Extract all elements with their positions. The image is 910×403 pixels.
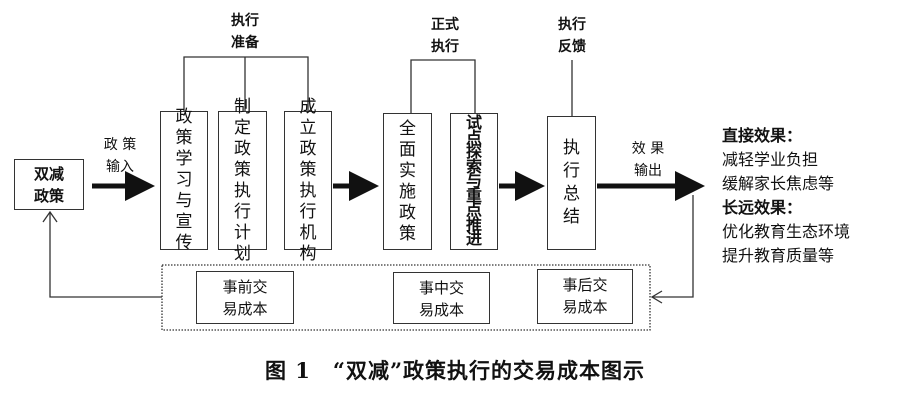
step-char: 探: [465, 142, 482, 162]
effects-panel: 直接效果： 减轻学业负担 缓解家长焦虑等 长远效果： 优化教育生态环境 提升教育…: [722, 124, 850, 268]
cost-return-arrowhead: [42, 210, 58, 223]
cost-ex-post-line2: 易成本: [562, 298, 608, 316]
step-char: 计: [234, 222, 251, 243]
cost-ex-post-line1: 事后交: [562, 276, 608, 294]
direct-effect-item: 缓解家长焦虑等: [722, 174, 835, 193]
step-char: 策: [299, 159, 317, 180]
input-label-line2: 输入: [106, 159, 134, 175]
step-char: 制: [234, 96, 251, 117]
step-char: 定: [234, 117, 251, 138]
step-char: 与: [175, 191, 193, 211]
step-char: 执: [563, 138, 580, 158]
step-box-make-plan: 制定政策执行计划: [218, 97, 267, 264]
output-label-line2: 输出: [634, 163, 662, 179]
step-text: 试点探索与重点推进: [451, 114, 497, 249]
step-char: 面: [399, 139, 416, 160]
step-char: 策: [234, 159, 251, 180]
step-box-pilot-exploration: 试点探索与重点推进: [450, 113, 498, 250]
bracket-exec: [410, 59, 476, 113]
step-char: 进: [465, 229, 482, 249]
cost-in-process-line1: 事中交: [418, 279, 464, 297]
group-exec-line2: 执行: [431, 39, 459, 55]
step-char: 与: [465, 171, 482, 191]
cost-box-ex-post: 事后交 易成本: [537, 269, 633, 324]
step-char: 试: [465, 113, 482, 133]
step-char: 成: [299, 96, 317, 117]
cost-container: [161, 264, 651, 331]
step-char: 行: [299, 201, 317, 222]
step-char: 构: [299, 243, 317, 264]
step-text: 执行总结: [548, 117, 595, 249]
input-label-line1: 政 策: [103, 137, 137, 153]
step-char: 全: [399, 118, 416, 139]
long-term-effect-item: 提升教育质量等: [722, 246, 835, 265]
step-char: 划: [234, 243, 251, 264]
step-char: 总: [563, 184, 580, 204]
step-char: 索: [465, 156, 482, 176]
group-prep-line1: 执行: [231, 13, 259, 29]
step-char: 传: [175, 233, 193, 253]
cost-box-in-process: 事中交 易成本: [393, 272, 490, 324]
cost-return-line: [49, 212, 162, 298]
cost-in-process-line2: 易成本: [418, 301, 464, 319]
step-text: 制定政策执行计划: [219, 97, 266, 264]
direct-effects-title: 直接效果：: [722, 126, 803, 145]
long-term-effects-title: 长远效果：: [722, 198, 803, 217]
group-exec-line1: 正式: [431, 17, 459, 33]
step-char: 执: [299, 180, 317, 201]
bracket-prep: [183, 56, 309, 111]
direct-effect-item: 减轻学业负担: [722, 150, 819, 169]
step-char: 结: [563, 207, 580, 227]
source-node-line1: 双减: [33, 165, 64, 183]
step-char: 政: [299, 138, 317, 159]
output-label-line1: 效 果: [631, 141, 665, 157]
policy-input-label: 政 策 输入: [95, 134, 145, 178]
step-char: 重: [465, 185, 482, 205]
step-text: 政策学习与宣传: [161, 107, 207, 253]
step-char: 习: [175, 170, 193, 190]
figure-caption: 图 1 “双减”政策执行的交易成本图示: [264, 358, 646, 383]
group-label-exec: 正式 执行: [420, 14, 470, 58]
step-char: 推: [465, 214, 482, 234]
step-char: 执: [234, 180, 251, 201]
step-char: 立: [299, 117, 317, 138]
step-box-set-up-agency: 成立政策执行机构: [284, 97, 332, 264]
step-char: 学: [175, 149, 193, 169]
feedback-return-arrowhead: [650, 290, 663, 304]
step-char: 策: [175, 128, 193, 148]
step-char: 实: [399, 160, 416, 181]
step-box-policy-learning: 政策学习与宣传: [160, 107, 208, 253]
cost-ex-ante-line1: 事前交: [222, 278, 268, 296]
step-char: 行: [563, 161, 580, 181]
feedback-return-line: [652, 195, 694, 298]
group-label-prep: 执行 准备: [220, 10, 270, 54]
group-prep-line2: 准备: [231, 35, 259, 51]
step-char: 机: [299, 222, 317, 243]
step-char: 政: [234, 138, 251, 159]
double-reduction-policy-node: 双减 政策: [14, 159, 84, 210]
step-char: 点: [465, 200, 482, 220]
step-char: 点: [465, 127, 482, 147]
source-node-line2: 政策: [33, 187, 64, 205]
group-feedback-line1: 执行: [558, 17, 586, 33]
step-char: 宣: [175, 212, 193, 232]
long-term-effect-item: 优化教育生态环境: [722, 222, 851, 241]
step-box-full-implementation: 全面实施政策: [383, 113, 432, 250]
step-char: 行: [234, 201, 251, 222]
step-char: 施: [399, 181, 416, 202]
effect-output-label: 效 果 输出: [624, 138, 672, 182]
group-feedback-line2: 反馈: [558, 39, 586, 55]
group-label-feedback: 执行 反馈: [547, 14, 597, 58]
cost-ex-ante-line2: 易成本: [222, 300, 268, 318]
cost-box-ex-ante: 事前交 易成本: [196, 271, 294, 324]
step-char: 政: [175, 107, 193, 127]
step-text: 全面实施政策: [384, 114, 431, 249]
step-box-summary: 执行总结: [547, 116, 596, 250]
step-char: 政: [399, 202, 416, 223]
step-char: 策: [399, 223, 416, 244]
step-text: 成立政策执行机构: [285, 97, 331, 264]
